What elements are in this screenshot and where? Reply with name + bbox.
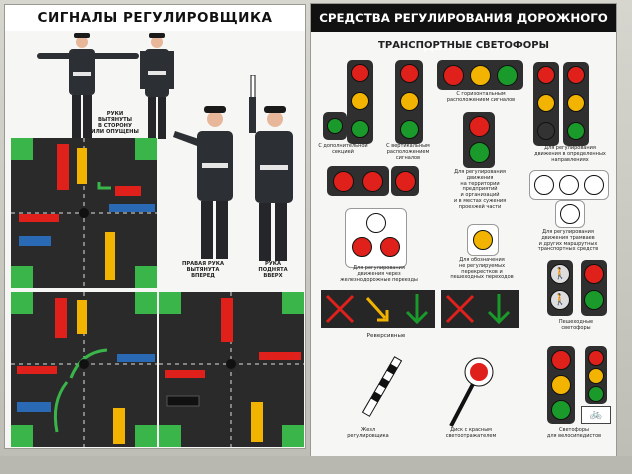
traffic-light-with-additional-section <box>347 60 373 144</box>
caption-railway: Для регулирования движения через железно… <box>340 265 418 283</box>
officer-hand-raised-figure <box>249 75 293 261</box>
caption-territory: Для регулирования движения на территории… <box>453 169 507 210</box>
caption-baton: Жезл регулировщика <box>347 427 389 439</box>
traffic-light-two-section <box>463 112 495 168</box>
caption-right-hand-forward: ПРАВАЯ РУКА ВЫТЯНУТА ВПЕРЕД <box>182 261 224 279</box>
pedestrian-light-2 <box>581 260 607 316</box>
bicycle-light-2 <box>585 346 607 404</box>
caption-unregulated: Для обозначения не регулируемых перекрес… <box>450 257 514 281</box>
caption-vertical: С вертикальным расположением сигналов <box>386 143 430 161</box>
intersection-diagram-2 <box>11 292 157 447</box>
traffic-light-tram-top <box>529 170 609 200</box>
pedestrian-light-1: 🚶 🚶 <box>547 260 573 316</box>
traffic-light-horizontal <box>437 60 523 90</box>
caption-tram: Для регулирования движения трамваев и др… <box>537 229 599 253</box>
caption-directions: Для регулирования движения в определенны… <box>534 145 606 163</box>
reversible-signal-panel-1 <box>321 290 435 328</box>
officer-arms-down-figure <box>140 33 174 139</box>
stop-disc-icon <box>449 357 494 427</box>
intersection-diagram-1 <box>11 138 157 288</box>
traffic-light-tram-bottom <box>555 200 585 228</box>
caption-hand-raised: РУКА ПОДНЯТА ВВЕРХ <box>258 261 288 279</box>
traffic-light-railway-triangle <box>345 208 407 268</box>
baton-icon <box>361 356 403 417</box>
traffic-light-vertical <box>395 60 423 144</box>
bicycle-light-1 <box>547 346 575 424</box>
bicycle-icon: 🚲 <box>581 406 611 424</box>
officer-right-hand-forward-figure <box>173 106 233 259</box>
caption-pedestrian: Пешеходные светофоры <box>558 319 594 331</box>
officer-arms-out-figure <box>37 33 139 139</box>
caption-arms-side: РУКИ ВЫТЯНУТЫ В СТОРОНУ ИЛИ ОПУЩЕНЫ <box>91 111 139 135</box>
floor-strip <box>0 456 632 474</box>
traffic-light-direction-arrows-2 <box>563 62 589 146</box>
intersection-diagram-3 <box>159 292 304 447</box>
reversible-signal-panel-2 <box>441 290 519 328</box>
caption-bicycle: Светофоры для велосипедистов <box>546 427 602 439</box>
traffic-light-additional-section <box>323 112 347 140</box>
caption-disc: Диск с красным светоотражателем <box>445 427 497 439</box>
poster-traffic-controller-signals: СИГНАЛЫ РЕГУЛИРОВЩИКА РУКИ ВЫТЯНУТЫ В СТ… <box>5 5 305 448</box>
traffic-light-yellow-flashing <box>467 224 499 256</box>
caption-additional-section: С дополнительной секцией <box>318 143 368 155</box>
poster-right-title: СРЕДСТВА РЕГУЛИРОВАНИЯ ДОРОЖНОГО ДВИЖЕНИ… <box>311 4 616 53</box>
poster-traffic-control-means: СРЕДСТВА РЕГУЛИРОВАНИЯ ДОРОЖНОГО ДВИЖЕНИ… <box>311 4 616 456</box>
caption-horizontal: С горизонтальным расположением сигналов <box>446 91 516 103</box>
section-title-traffic-lights: ТРАНСПОРТНЫЕ СВЕТОФОРЫ <box>378 40 549 51</box>
traffic-light-direction-arrows-1 <box>533 62 559 146</box>
caption-reversible: Реверсивные <box>366 333 406 339</box>
traffic-light-railway-single <box>391 166 419 196</box>
poster-left-title: СИГНАЛЫ РЕГУЛИРОВЩИКА <box>5 5 305 31</box>
traffic-light-railway-horizontal <box>327 166 389 196</box>
